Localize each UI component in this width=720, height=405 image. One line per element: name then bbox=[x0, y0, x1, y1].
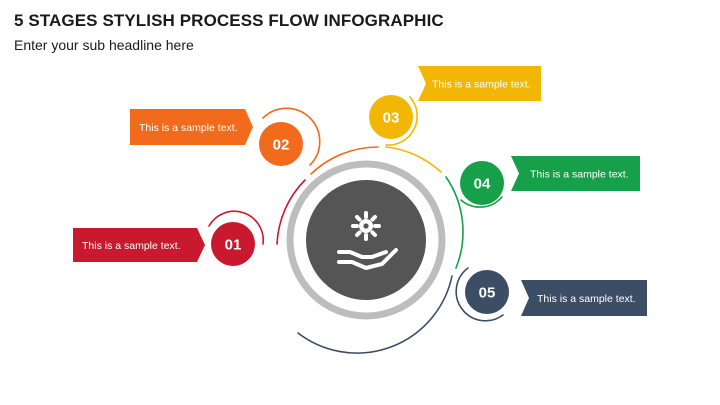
connector-arc-02 bbox=[310, 146, 379, 175]
connector-arc-04 bbox=[445, 176, 464, 269]
stage-04-text: This is a sample text. bbox=[530, 169, 629, 181]
connector-arcs bbox=[208, 96, 504, 354]
number-texts: 01 02 03 04 05 bbox=[225, 110, 496, 302]
center-hub bbox=[286, 160, 446, 320]
stage-02-text: This is a sample text. bbox=[139, 122, 238, 134]
stage-05-circle bbox=[465, 270, 509, 314]
label-texts: This is a sample text. This is a sample … bbox=[82, 79, 636, 306]
number-arc-04 bbox=[460, 196, 503, 208]
label-box-03 bbox=[418, 66, 541, 101]
label-box-02 bbox=[130, 109, 253, 145]
number-arc-03 bbox=[385, 96, 418, 146]
connector-arc-05 bbox=[297, 275, 453, 354]
label-box-05 bbox=[521, 280, 647, 316]
stage-02-circle bbox=[259, 122, 303, 166]
stage-04-number: 04 bbox=[474, 176, 491, 193]
stage-02-number: 02 bbox=[273, 137, 290, 154]
stage-03-number: 03 bbox=[383, 110, 400, 127]
label-boxes bbox=[73, 66, 647, 316]
label-box-04 bbox=[511, 156, 640, 191]
stage-01-number: 01 bbox=[225, 237, 242, 254]
stage-03-circle bbox=[369, 95, 413, 139]
stage-01-text: This is a sample text. bbox=[82, 240, 181, 252]
stage-05-text: This is a sample text. bbox=[537, 293, 636, 305]
page-subtitle: Enter your sub headline here bbox=[14, 37, 194, 53]
label-box-01 bbox=[73, 228, 205, 262]
number-circles bbox=[211, 95, 509, 314]
page-title: 5 STAGES STYLISH PROCESS FLOW INFOGRAPHI… bbox=[14, 11, 444, 30]
number-arc-05 bbox=[455, 267, 504, 322]
number-arc-01 bbox=[208, 210, 265, 245]
stage-01-circle bbox=[211, 222, 255, 266]
stage-05-number: 05 bbox=[479, 285, 496, 302]
hand-gear-icon bbox=[337, 211, 398, 270]
connector-arc-01 bbox=[276, 179, 306, 245]
connector-arc-03 bbox=[385, 146, 442, 173]
stage-04-circle bbox=[460, 161, 504, 205]
stage-03-text: This is a sample text. bbox=[432, 79, 531, 91]
number-arc-02 bbox=[262, 107, 321, 166]
